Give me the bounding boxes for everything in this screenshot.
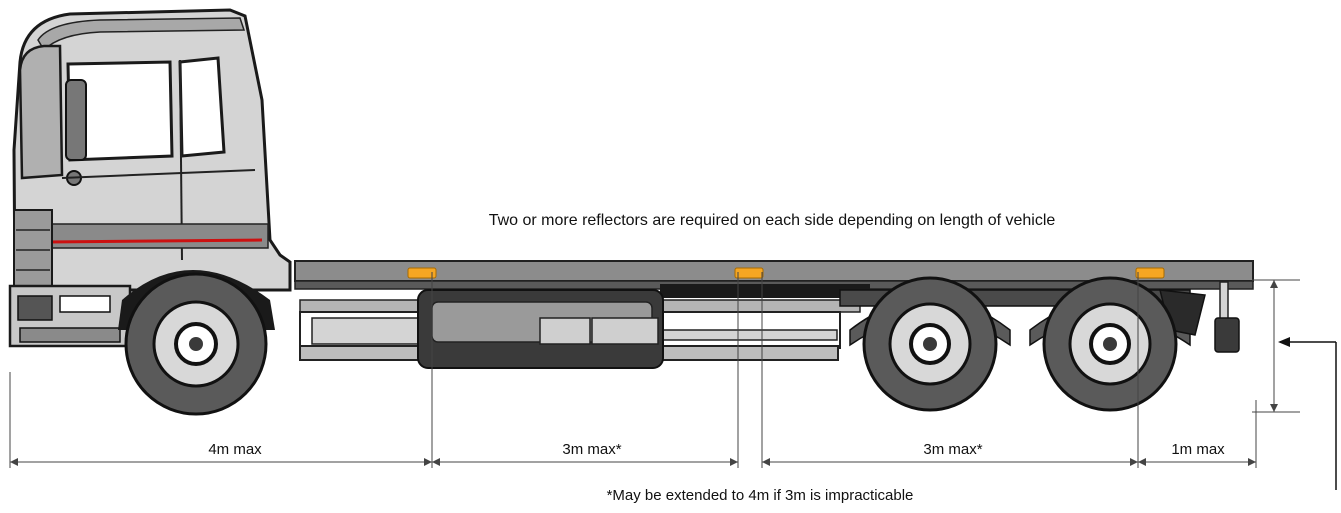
footnote: *May be extended to 4m if 3m is impracti… <box>607 487 914 504</box>
reflector-3 <box>1135 267 1165 279</box>
reflector-2 <box>734 267 764 279</box>
reflector-1 <box>407 267 437 279</box>
dimension-mid-left: 3m max* <box>562 441 621 458</box>
heading-note: Two or more reflectors are required on e… <box>489 212 1056 229</box>
dimension-front: 4m max <box>208 441 262 458</box>
rear-wheel-2 <box>1042 276 1178 412</box>
front-wheel <box>124 272 268 416</box>
red-stripe <box>47 238 263 244</box>
dimension-rear: 1m max <box>1171 441 1225 458</box>
dimension-mid-right: 3m max* <box>923 441 982 458</box>
dimension-arrows <box>10 280 1290 466</box>
cab <box>8 8 292 348</box>
rear-wheel-1 <box>862 276 998 412</box>
